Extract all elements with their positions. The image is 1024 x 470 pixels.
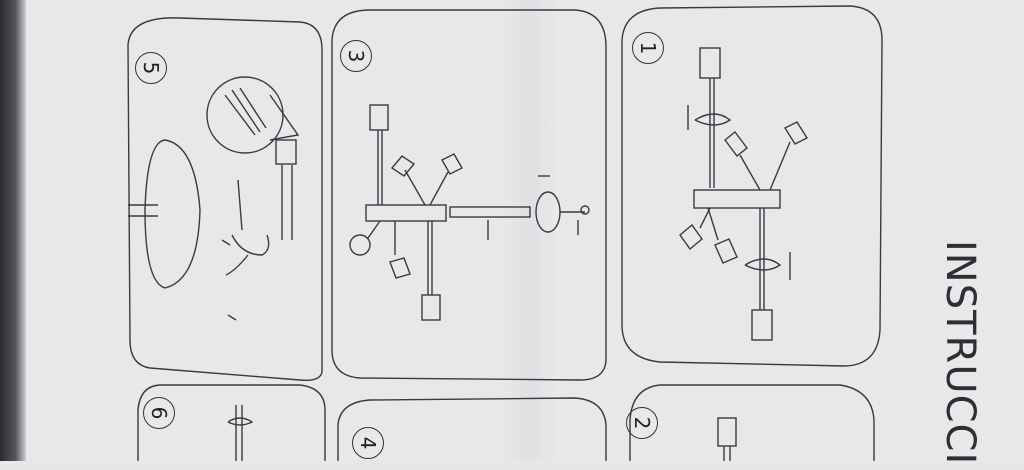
step-number-2: 2 xyxy=(626,407,658,439)
step-1-illustration xyxy=(679,47,809,341)
bottom-fragments xyxy=(227,405,737,461)
instructions-title: INSTRUCCI xyxy=(937,240,983,466)
step-number-1: 1 xyxy=(632,32,664,64)
step-number-5: 5 xyxy=(135,52,167,84)
step-3-illustration xyxy=(349,104,590,321)
step-5-illustration xyxy=(128,76,300,321)
panel-1-frame xyxy=(621,5,883,367)
step-number-6: 6 xyxy=(143,397,175,429)
panel-4-frame xyxy=(337,397,607,461)
panel-6-frame xyxy=(137,384,326,461)
panel-3-frame xyxy=(331,9,607,381)
table-surface xyxy=(0,0,26,461)
step-number-4: 4 xyxy=(352,427,384,459)
panel-5-frame xyxy=(127,17,323,382)
panel-2-frame xyxy=(629,384,875,461)
step-number-3: 3 xyxy=(340,40,372,72)
